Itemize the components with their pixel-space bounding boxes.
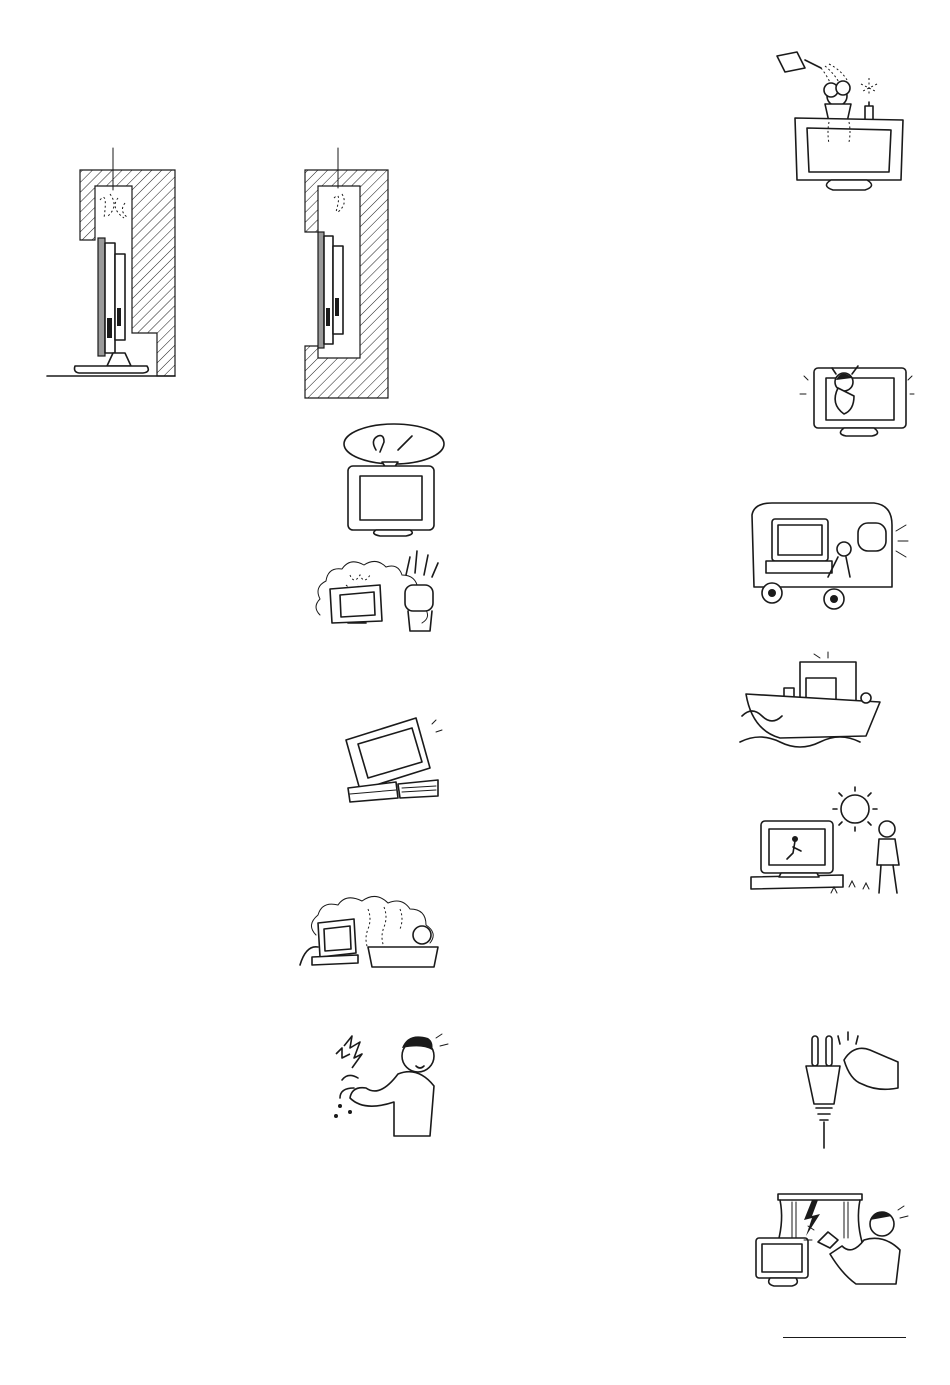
boat-icon [740,650,890,755]
wall-installation-ventilation-recessed [300,148,400,400]
clean-plug-warning [800,1030,905,1152]
wall-mounted-tv-airflow-icon [45,148,185,380]
dust-and-smoke-warning [310,545,450,635]
plug-cleaning-icon [800,1030,905,1152]
paperclip-pin-icon [340,420,445,535]
child-hanging-warning [800,360,914,440]
lightning-storm-icon [752,1190,908,1290]
small-objects-warning [340,420,445,535]
wall-installation-ventilation-open [45,148,185,380]
camper-van-icon [742,495,908,613]
wet-hands-plug-warning [328,1028,450,1140]
lightning-storm-warning [752,1190,908,1290]
electric-shock-icon [328,1028,450,1140]
dust-smoke-icon [310,545,450,635]
liquids-and-candles-warning [773,40,908,200]
tilted-tv-icon [338,710,448,810]
child-on-tv-icon [800,360,914,440]
unstable-surface-warning [338,710,448,810]
boat-installation-warning [740,650,890,755]
sun-outdoor-icon [745,785,917,900]
humidity-steam-warning [298,895,444,975]
bathroom-steam-icon [298,895,444,975]
outdoor-sunlight-warning [745,785,917,900]
watering-can-candle-icon [773,40,908,200]
recessed-tv-airflow-icon [300,148,400,400]
footer-rule [783,1337,906,1338]
vehicle-installation-warning [742,495,908,613]
